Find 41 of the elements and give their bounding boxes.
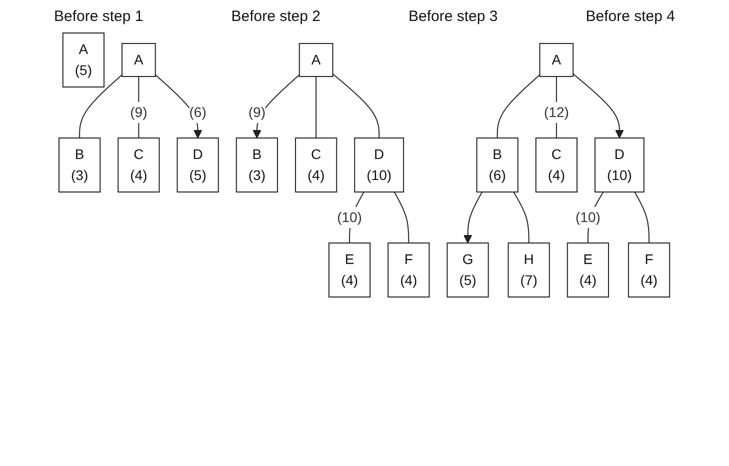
edge-label: (12) xyxy=(544,104,570,120)
node-box: H (7) xyxy=(508,242,550,298)
node-box: D (5) xyxy=(176,138,220,192)
panel-title: Before step 4 xyxy=(586,8,675,25)
connector xyxy=(138,76,140,138)
connector xyxy=(79,74,123,138)
node-box: C (4) xyxy=(295,138,338,192)
node-box: A xyxy=(299,43,334,77)
edge-label: (9) xyxy=(248,104,266,120)
panel-title: Before step 3 xyxy=(408,8,498,25)
edge-label: (10) xyxy=(337,209,362,225)
connector xyxy=(332,73,380,138)
arrow xyxy=(464,192,483,244)
edge-label: (9) xyxy=(130,104,148,120)
connector xyxy=(316,76,317,138)
edge-label: (6) xyxy=(189,104,207,120)
connector xyxy=(513,192,530,244)
node-box: D (10) xyxy=(354,138,404,192)
node-box: B (6) xyxy=(476,138,519,192)
node-box: D (10) xyxy=(594,138,645,192)
panel-title: Before step 2 xyxy=(231,8,320,25)
node-box: F (4) xyxy=(388,242,430,298)
node-box: B (3) xyxy=(236,138,278,192)
node-box: A xyxy=(539,43,574,77)
node-box: F (4) xyxy=(628,242,670,298)
node-box: E (4) xyxy=(328,242,371,298)
arrow xyxy=(572,73,624,138)
arrow xyxy=(252,74,300,138)
connector xyxy=(634,192,650,244)
node-box: C (4) xyxy=(118,138,160,192)
connector xyxy=(497,74,540,138)
node-box: B (3) xyxy=(58,138,101,192)
node-box: C (4) xyxy=(536,138,578,192)
node-box: A xyxy=(122,43,156,77)
arrow xyxy=(155,74,202,138)
panel-title: Before step 1 xyxy=(54,8,144,25)
connector xyxy=(394,192,410,244)
edge-label: (10) xyxy=(576,209,601,225)
node-box: A (5) xyxy=(62,32,105,88)
node-box: E (4) xyxy=(567,242,610,298)
node-box: G (5) xyxy=(446,242,490,298)
